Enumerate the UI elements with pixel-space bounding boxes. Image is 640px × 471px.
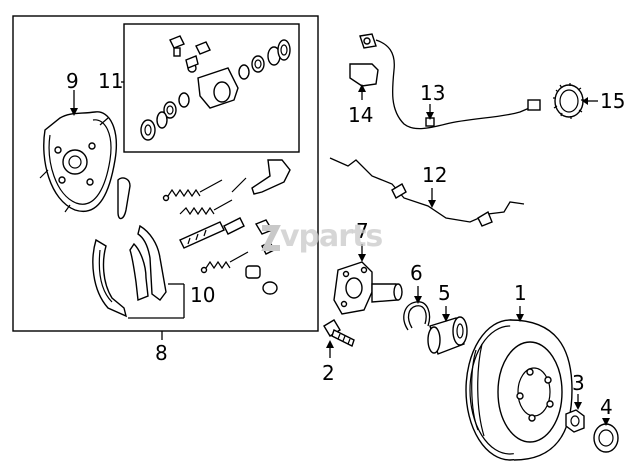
callout-4: 4 bbox=[600, 395, 613, 419]
snap-ring bbox=[403, 301, 431, 331]
callout-6: 6 bbox=[410, 261, 423, 285]
callout-2: 2 bbox=[322, 361, 335, 385]
backing-plate bbox=[39, 111, 117, 213]
wheel-bearing bbox=[427, 316, 468, 355]
callout-11: 11 bbox=[98, 69, 123, 93]
callout-12: 12 bbox=[422, 163, 447, 187]
hub-nut bbox=[565, 409, 585, 433]
vparts-watermark-logo: vparts bbox=[261, 219, 383, 254]
callout-15: 15 bbox=[600, 89, 625, 113]
callout-7: 7 bbox=[356, 219, 369, 243]
brake-assembly-group-frame bbox=[12, 15, 319, 332]
callout-9: 9 bbox=[66, 69, 79, 93]
callout-8: 8 bbox=[155, 341, 168, 365]
callout-5: 5 bbox=[438, 281, 451, 305]
brake-shoes bbox=[92, 224, 167, 318]
callout-14: 14 bbox=[348, 103, 373, 127]
hub-bolt bbox=[323, 319, 355, 347]
abs-tone-ring bbox=[553, 83, 584, 119]
wheel-cylinder-kit-frame bbox=[123, 23, 300, 153]
callout-13: 13 bbox=[420, 81, 445, 105]
axle-spindle bbox=[333, 261, 403, 315]
brake-line bbox=[329, 157, 525, 227]
watermark-text: vparts bbox=[280, 219, 382, 254]
callout-1: 1 bbox=[514, 281, 527, 305]
grease-cap bbox=[593, 423, 619, 453]
callout-3: 3 bbox=[572, 371, 585, 395]
abs-sensor-wire bbox=[349, 33, 541, 130]
wheel-cylinder-kit-parts bbox=[140, 35, 291, 141]
brake-drum bbox=[465, 319, 573, 461]
callout-10: 10 bbox=[190, 283, 215, 307]
